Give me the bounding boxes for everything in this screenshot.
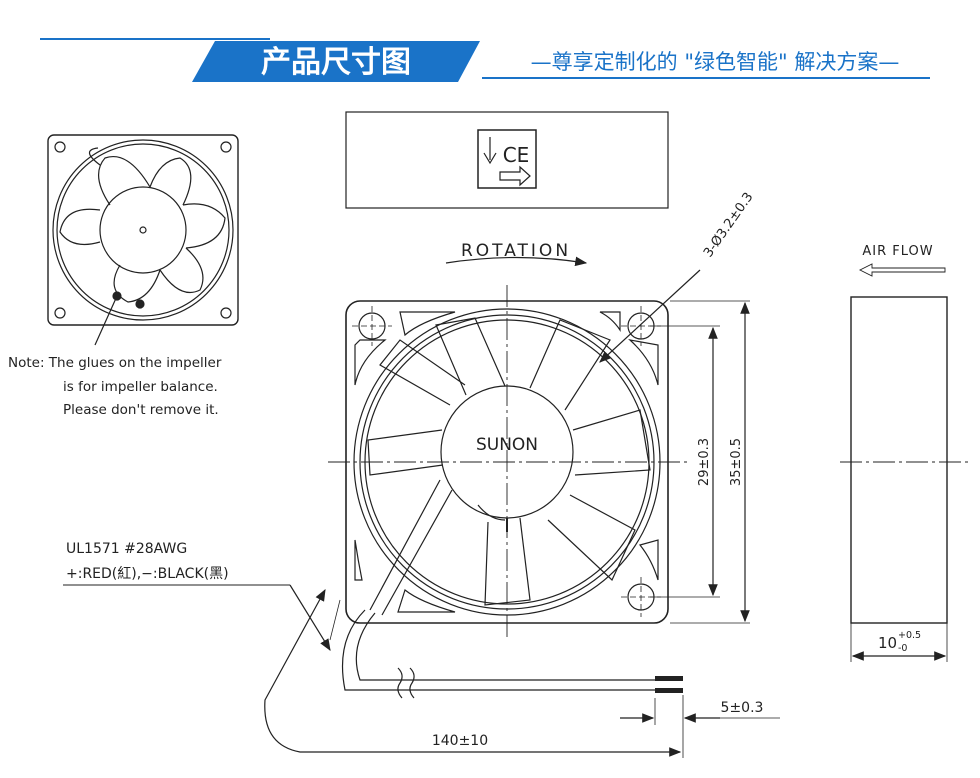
dim-5-label: 5±0.3: [721, 700, 764, 716]
product-label-view: CE: [345, 111, 669, 209]
air-flow-label: AIR FLOW: [862, 244, 933, 259]
page-subtitle: —尊享定制化的 "绿色智能" 解决方案—: [531, 50, 900, 74]
dim-35: [670, 300, 750, 624]
dim-5: [620, 698, 780, 725]
small-fan-view: [47, 134, 239, 346]
dim-140: [264, 588, 684, 758]
dim-10-label: 10: [878, 634, 897, 652]
rotation-label: ROTATION: [461, 241, 571, 261]
wire-colors-label: +:RED(紅),−:BLACK(黑): [66, 566, 229, 582]
hole-spec-label: 3-Ø3.2±0.3: [701, 190, 757, 260]
ce-cert-label-icon: CE: [477, 129, 537, 189]
header-title-bg: [192, 41, 480, 82]
air-flow-arrow-icon: [858, 263, 946, 277]
svg-text:CE: CE: [503, 143, 530, 167]
hole-leader: [599, 269, 701, 363]
dim-35-label: 35±0.5: [729, 438, 744, 486]
note-line-1: Note: The glues on the impeller: [8, 355, 222, 371]
note-line-3: Please don't remove it.: [63, 402, 219, 418]
dim-140-label: 140±10: [432, 733, 488, 749]
main-fan-view: [328, 285, 690, 640]
header-banner: 产品尺寸图 —尊享定制化的 "绿色智能" 解决方案—: [40, 38, 930, 82]
rotation-arrow: [445, 256, 588, 267]
page-title: 产品尺寸图: [261, 45, 411, 80]
note-line-2: is for impeller balance.: [63, 379, 218, 395]
dim-10-tol-minus: -0: [898, 643, 907, 654]
brand-label: SUNON: [476, 435, 538, 455]
side-view: [840, 296, 970, 662]
wire-spec-label: UL1571 #28AWG: [66, 541, 187, 557]
dim-10-tol-plus: +0.5: [898, 630, 921, 641]
dim-29-label: 29±0.3: [697, 438, 712, 486]
